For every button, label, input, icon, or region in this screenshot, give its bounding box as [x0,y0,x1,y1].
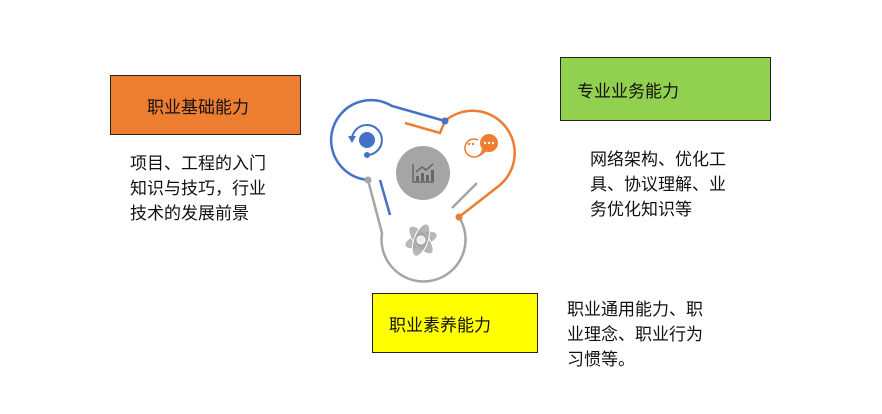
blue-lobe [329,98,446,182]
literacy-ability-desc: 职业通用能力、职 业理念、职业行为 习惯等。 [567,300,703,370]
professional-ability-label: 专业业务能力 [577,81,679,102]
orange-inner-line [404,120,447,135]
gray-lobe [366,179,467,283]
basic-ability-box: 职业基础能力 [110,75,301,135]
gray-inner-line [451,182,478,209]
refresh-icon [348,124,383,158]
literacy-ability-label: 职业素养能力 [389,315,491,336]
orange-lobe [444,109,516,218]
basic-ability-desc: 项目、工程的入门 知识与技巧，行业 技术的发展前景 [130,154,266,224]
blue-inner-line [378,179,392,216]
atom-icon [404,223,438,257]
professional-ability-box: 专业业务能力 [560,57,771,121]
professional-ability-desc: 网络架构、优化工 具、协议理解、业 务优化知识等 [590,150,726,220]
chart-icon [396,146,450,200]
basic-ability-label: 职业基础能力 [147,97,249,118]
literacy-ability-box: 职业素养能力 [372,293,538,353]
chat-icon [464,134,498,158]
